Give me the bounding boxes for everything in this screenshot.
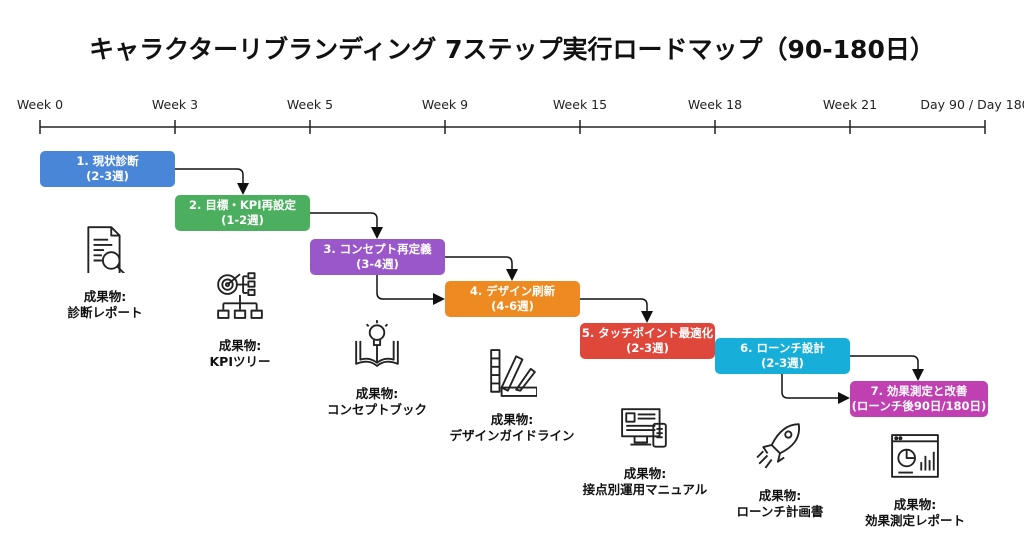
step-box-5: 5. タッチポイント最適化(2-3週) [580, 323, 715, 359]
deliverable-prefix: 成果物: [893, 497, 937, 512]
deliverable-name: KPIツリー [209, 354, 271, 369]
deliverable-prefix: 成果物: [623, 466, 667, 481]
step-label: 4. デザイン刷新 [469, 284, 556, 298]
deliverable-name: 診断レポート [67, 305, 143, 320]
connector-arrow [445, 256, 518, 281]
step-duration: (2-3週) [626, 341, 669, 355]
timeline-label: Week 18 [687, 97, 743, 112]
step-label: 1. 現状診断 [76, 154, 139, 168]
timeline-label: Week 3 [151, 97, 199, 112]
step-duration: (4-6週) [491, 299, 534, 313]
deliverable-prefix: 成果物: [218, 338, 262, 353]
page-title: キャラクターリブランディング 7ステップ実行ロードマップ（90-180日） [89, 35, 935, 64]
deliverable-2: 成果物:KPIツリー [210, 338, 271, 370]
step-label: 6. ローンチ設計 [740, 341, 825, 355]
timeline-label: Week 21 [822, 97, 878, 112]
book-lightbulb-icon [352, 318, 402, 372]
connector-arrow [580, 298, 653, 323]
step-label: 7. 効果測定と改善 [870, 384, 968, 398]
step-duration: (1-2週) [221, 213, 264, 227]
deliverable-name: 接点別運用マニュアル [582, 482, 708, 497]
step-duration: (ローンチ後90日/180日) [851, 399, 987, 413]
deliverable-prefix: 成果物: [83, 289, 127, 304]
timeline-label: Day 90 / Day 180 [920, 97, 1024, 112]
connector-arrow [850, 355, 924, 381]
step-box-2: 2. 目標・KPI再設定(1-2週) [175, 195, 310, 231]
deliverable-name: ローンチ計画書 [736, 504, 824, 519]
deliverable-3: 成果物:コンセプトブック [327, 386, 427, 418]
step-duration: (3-4週) [356, 257, 399, 271]
deliverable-prefix: 成果物: [355, 386, 399, 401]
step-label: 3. コンセプト再定義 [323, 242, 432, 256]
timeline-label: Week 0 [16, 97, 64, 112]
deliverable-4: 成果物:デザインガイドライン [449, 412, 574, 444]
deliverable-name: コンセプトブック [326, 402, 428, 417]
deliverable-7: 成果物:効果測定レポート [865, 497, 965, 529]
dashboard-chart-icon [890, 433, 940, 487]
step-duration: (2-3週) [761, 356, 804, 370]
step-box-7: 7. 効果測定と改善(ローンチ後90日/180日) [850, 381, 988, 417]
connector-arrow [310, 212, 383, 239]
color-swatch-icon [487, 348, 538, 402]
deliverable-1: 成果物:診断レポート [67, 289, 142, 321]
timeline-label: Week 5 [286, 97, 334, 112]
connector-arrow [781, 374, 850, 404]
target-tree-icon [215, 270, 265, 324]
devices-icon [620, 405, 670, 459]
deliverable-prefix: 成果物: [490, 412, 534, 427]
step-label: 2. 目標・KPI再設定 [189, 198, 296, 212]
timeline-label: Week 15 [552, 97, 608, 112]
connector-arrow [175, 168, 249, 195]
rocket-icon [755, 420, 805, 474]
step-box-4: 4. デザイン刷新(4-6週) [445, 281, 580, 317]
document-search-icon [80, 223, 130, 277]
deliverable-5: 成果物:接点別運用マニュアル [583, 466, 708, 498]
connector-arrow [376, 274, 445, 305]
step-label: 5. タッチポイント最適化 [581, 326, 714, 340]
step-box-6: 6. ローンチ設計(2-3週) [715, 338, 850, 374]
deliverable-name: 効果測定レポート [864, 513, 966, 528]
deliverable-prefix: 成果物: [758, 488, 802, 503]
timeline-label: Week 9 [421, 97, 469, 112]
deliverable-name: デザインガイドライン [449, 428, 575, 443]
step-duration: (2-3週) [86, 169, 129, 183]
deliverable-6: 成果物:ローンチ計画書 [737, 488, 824, 520]
step-box-3: 3. コンセプト再定義(3-4週) [310, 239, 445, 275]
step-box-1: 1. 現状診断(2-3週) [40, 151, 175, 187]
